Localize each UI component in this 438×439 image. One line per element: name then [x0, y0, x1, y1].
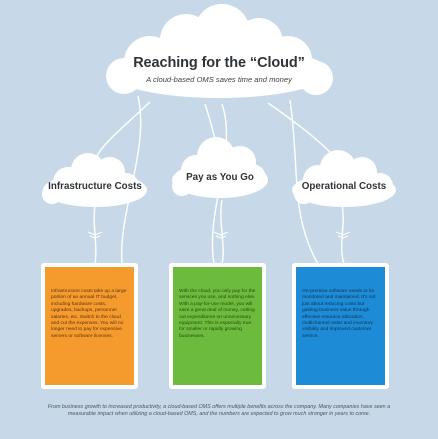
box-operational-costs: On-premise software needs to be monitore… [292, 263, 389, 389]
string-knot-right [335, 231, 351, 239]
page-title: Reaching for the “Cloud” [133, 55, 305, 71]
label-pay-as-you-go: Pay as You Go [186, 172, 254, 183]
description-pay-as-you-go: With the cloud, you only pay for the ser… [179, 289, 256, 339]
box-infrastructure-costs: Infrastructure costs take up a large por… [41, 263, 138, 389]
string-knot-left [87, 231, 103, 239]
main-cloud [106, 4, 333, 98]
cloud-pay-as-you-go [172, 137, 268, 198]
string-knot-middle [213, 231, 229, 239]
string-main-to-left [94, 101, 151, 164]
cloud-operational-costs [292, 150, 396, 207]
box-pay-as-you-go: With the cloud, you only pay for the ser… [169, 263, 266, 389]
label-infrastructure-costs: Infrastructure Costs [48, 181, 142, 192]
page-subtitle: A cloud-based OMS saves time and money [146, 75, 292, 84]
footer-text: From business growth to increased produc… [47, 404, 391, 418]
label-operational-costs: Operational Costs [301, 181, 387, 192]
description-operational-costs: On-premise software needs to be monitore… [302, 289, 376, 339]
description-infrastructure-costs: Infrastructure costs take up a large por… [51, 289, 127, 339]
cloud-infrastructure-costs [42, 153, 147, 207]
string-middle-cloud-to-box [220, 199, 224, 265]
